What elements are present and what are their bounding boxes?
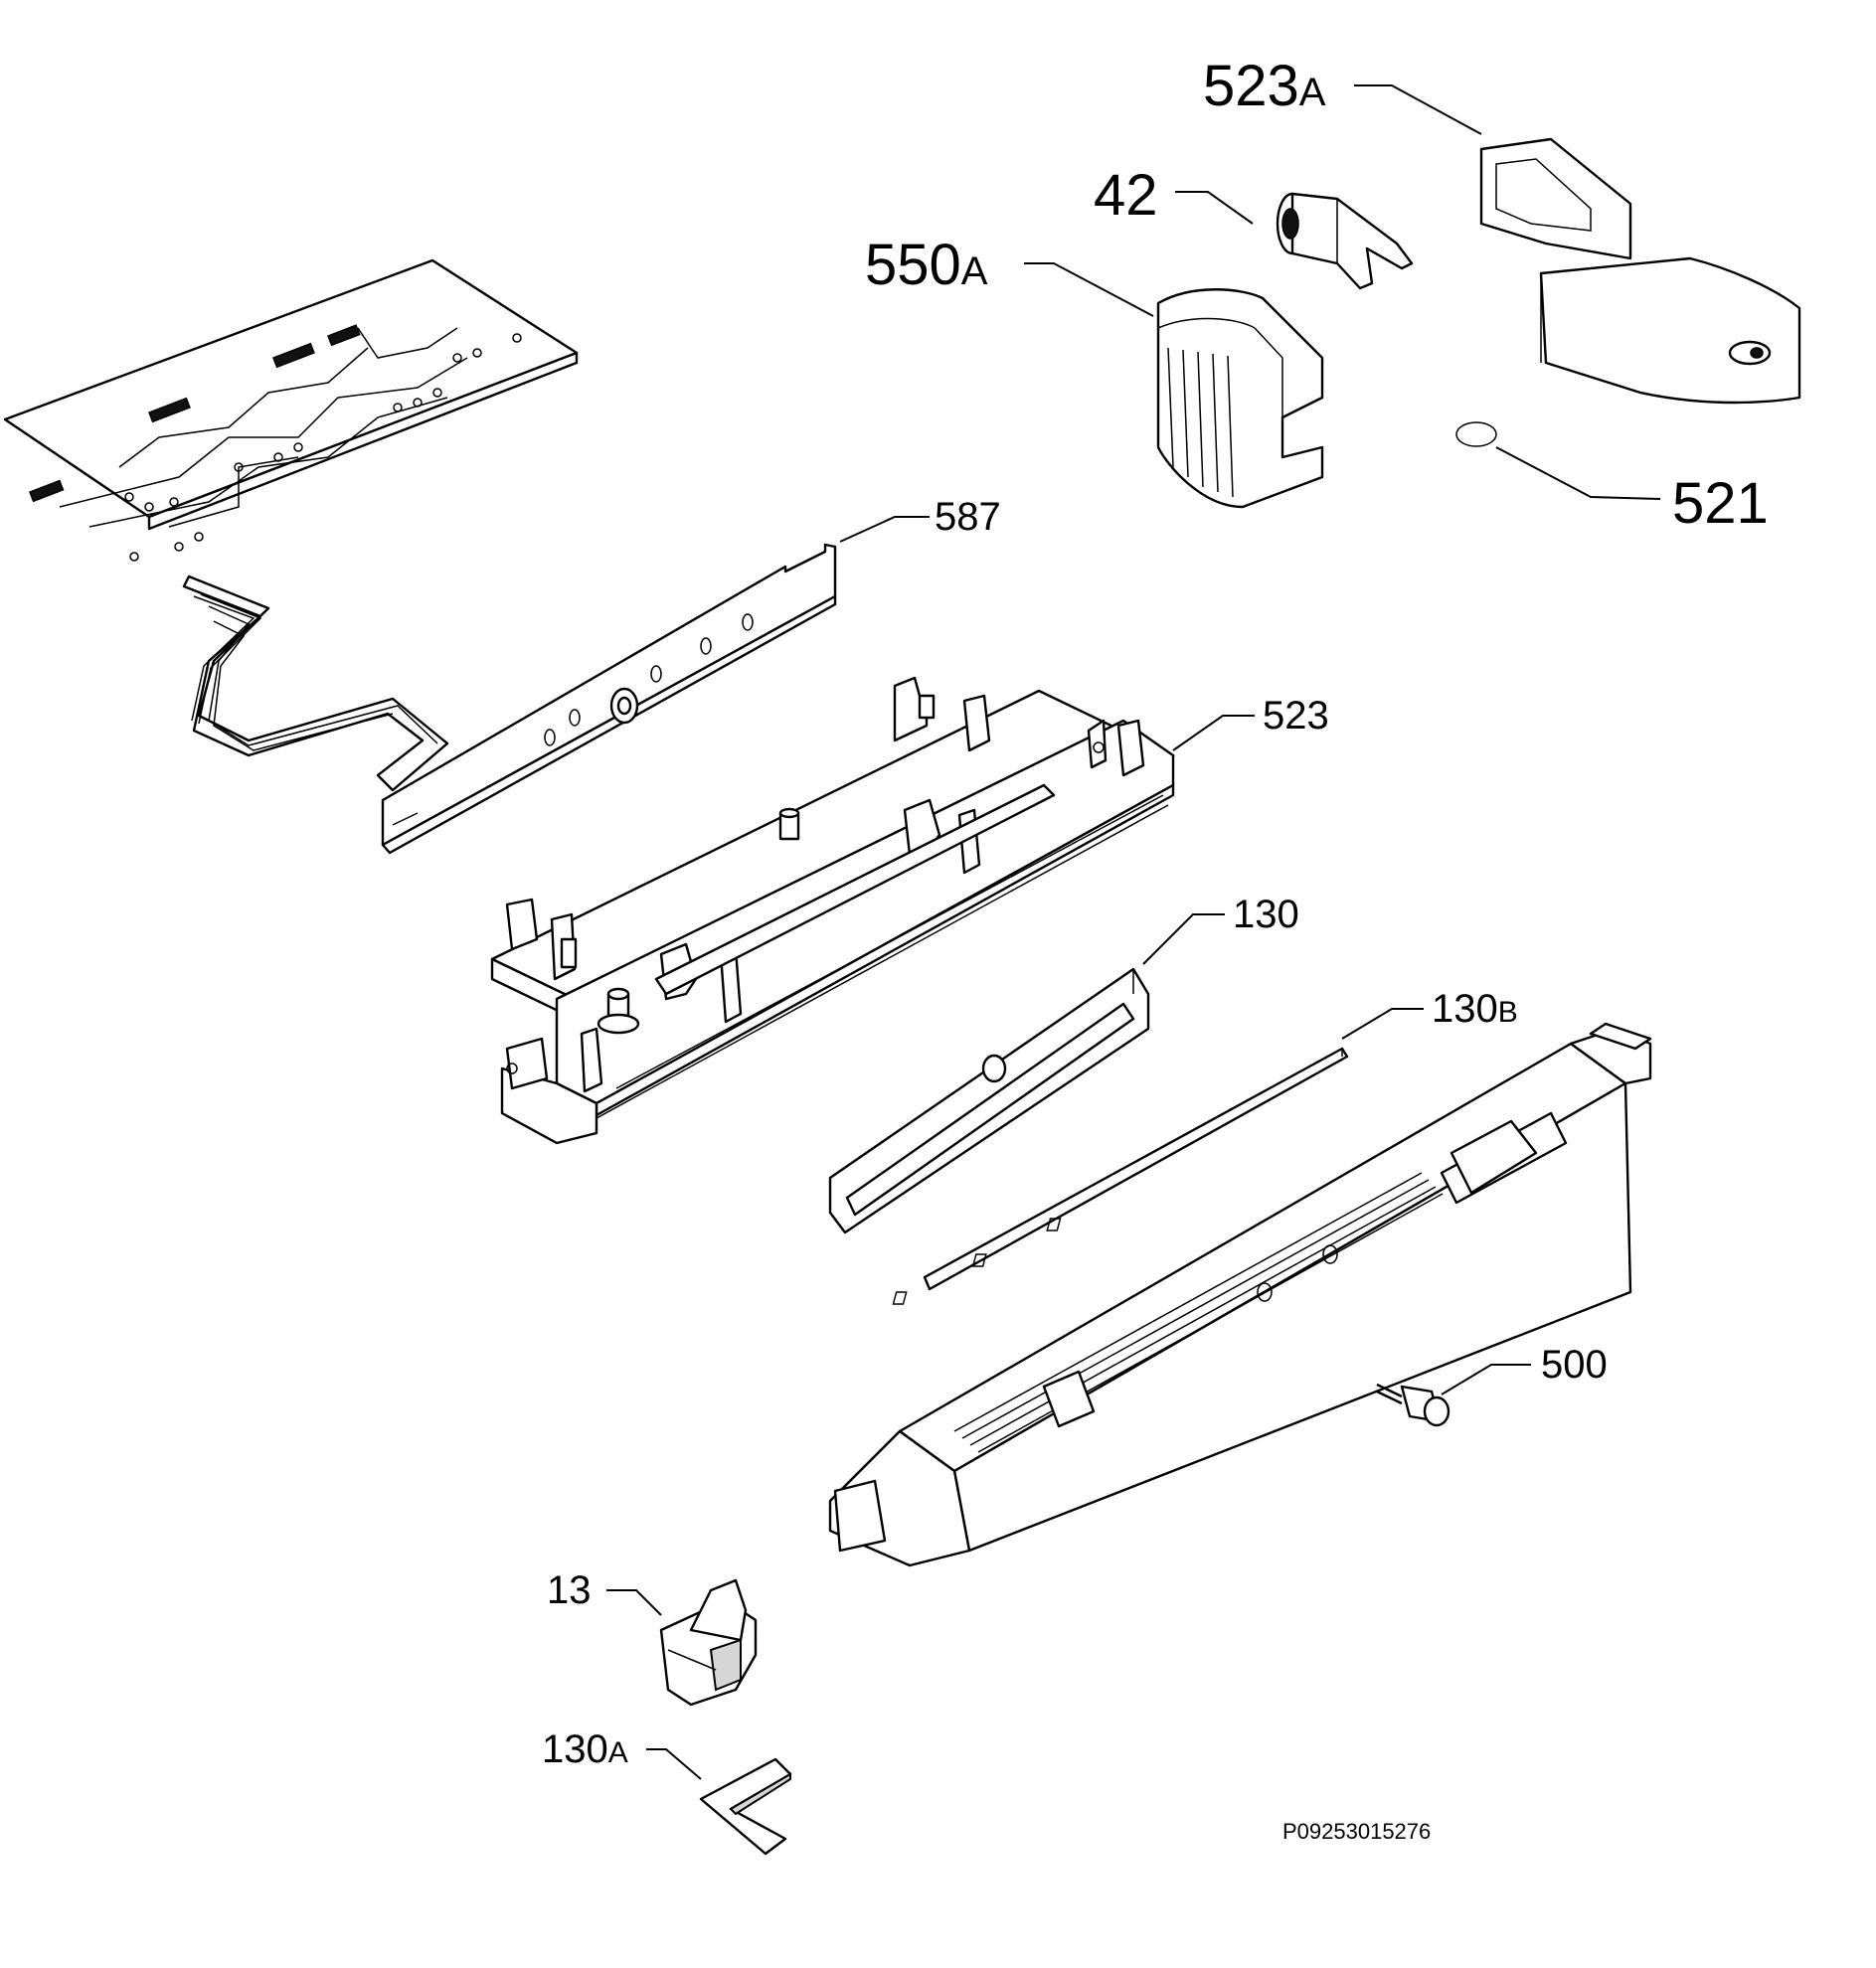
led-bracket-part-587 — [381, 543, 837, 855]
light-strip-part-130b — [923, 1047, 1349, 1291]
callout-521: 521 — [1672, 471, 1769, 536]
bracket-part-130a — [699, 1757, 792, 1856]
callout-suffix: B — [1497, 996, 1518, 1029]
callout-suffix: A — [960, 249, 988, 293]
callout-130: 130 — [1233, 893, 1299, 936]
callout-suffix: A — [1298, 71, 1326, 114]
callout-523: 523 — [1263, 694, 1329, 738]
callout-523a: 523A — [1203, 54, 1326, 118]
callout-500: 500 — [1541, 1343, 1608, 1387]
housing-frame-part-523 — [490, 676, 1175, 1145]
callout-130a: 130A — [542, 1727, 628, 1771]
bulb-part-500 — [1376, 1383, 1450, 1427]
o-ring-part-521 — [1455, 421, 1497, 447]
callout-13: 13 — [547, 1568, 592, 1612]
callout-550a: 550A — [865, 233, 988, 297]
side-cover-part-523a — [1479, 137, 1801, 405]
circuit-board-part — [3, 258, 579, 562]
shaft-part-42 — [1276, 192, 1414, 290]
switch-part-13 — [659, 1578, 758, 1707]
callout-42: 42 — [1094, 163, 1158, 228]
drawing-number: P09253015276 — [1282, 1819, 1432, 1844]
display-window-part-130 — [828, 967, 1150, 1234]
knob-cap-part-550a — [1156, 288, 1324, 509]
ribbon-cable-part — [182, 574, 449, 792]
leader-lines — [606, 84, 1661, 1780]
callout-suffix: A — [607, 1736, 628, 1769]
callout-130b: 130B — [1432, 987, 1518, 1031]
control-panel-housing — [828, 1022, 1652, 1567]
callout-587: 587 — [935, 495, 1001, 539]
